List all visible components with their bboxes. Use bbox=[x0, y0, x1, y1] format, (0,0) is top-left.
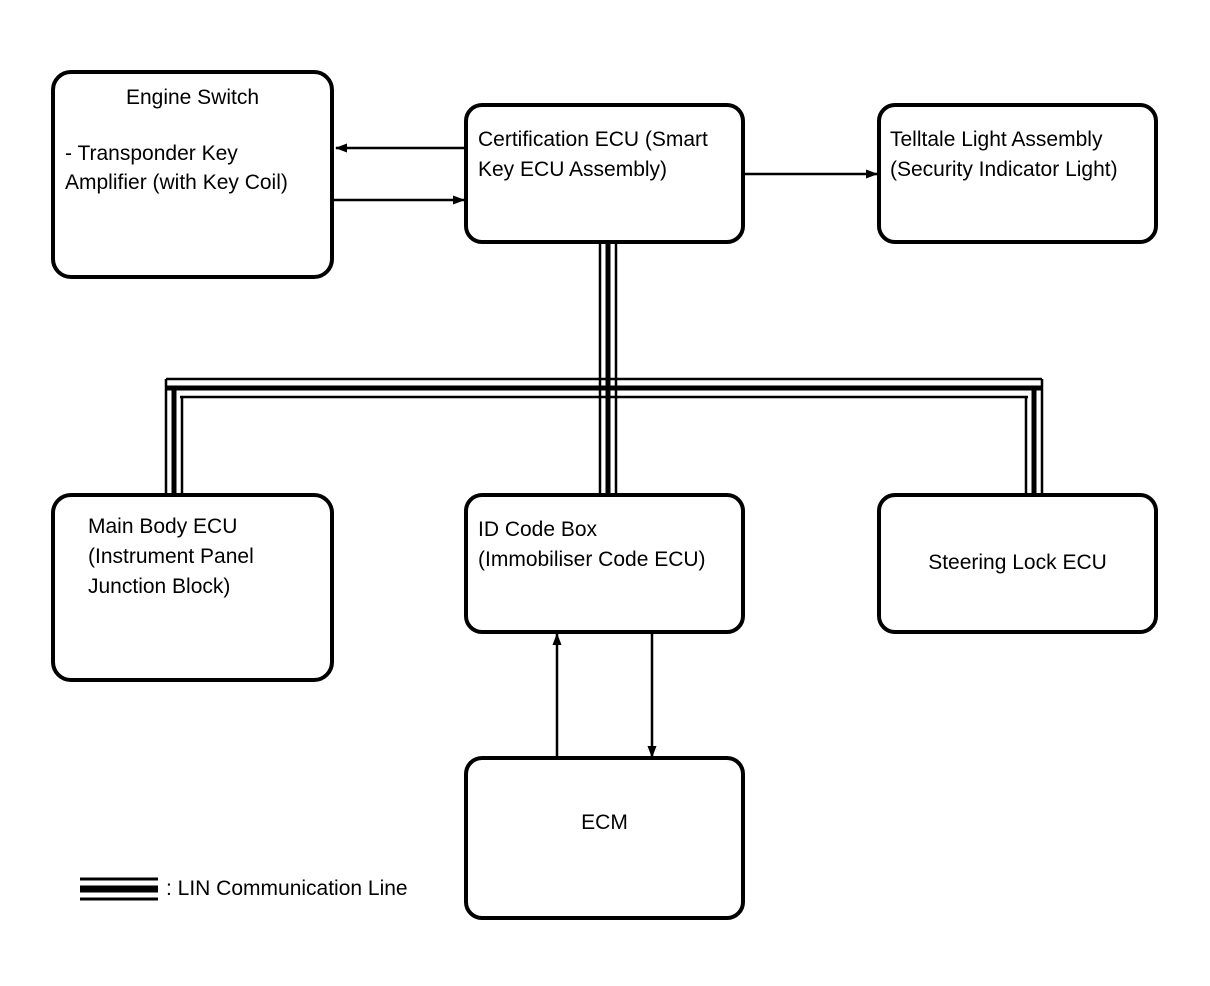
lin-segment-bus-to-id-code-box bbox=[598, 396, 618, 496]
box-main-body-ecu[interactable] bbox=[51, 493, 334, 682]
lin-segment-bus-to-steering-lock-ecu bbox=[1024, 379, 1044, 496]
lin-segment-horizontal-bus bbox=[166, 377, 1042, 399]
lin-line-symbol bbox=[80, 877, 158, 901]
legend-label: : LIN Communication Line bbox=[166, 877, 408, 900]
box-ecm[interactable] bbox=[464, 756, 745, 920]
lin-bus-network bbox=[164, 242, 1044, 496]
box-steering-lock-ecu[interactable] bbox=[877, 493, 1158, 634]
box-certification-ecu[interactable] bbox=[464, 103, 745, 244]
box-id-code-box[interactable] bbox=[464, 493, 745, 634]
box-telltale-light-assembly[interactable] bbox=[877, 103, 1158, 244]
lin-segment-bus-to-main-body-ecu bbox=[164, 379, 184, 496]
box-engine-switch[interactable] bbox=[51, 70, 334, 279]
lin-segment-cert-to-bus bbox=[598, 242, 618, 396]
